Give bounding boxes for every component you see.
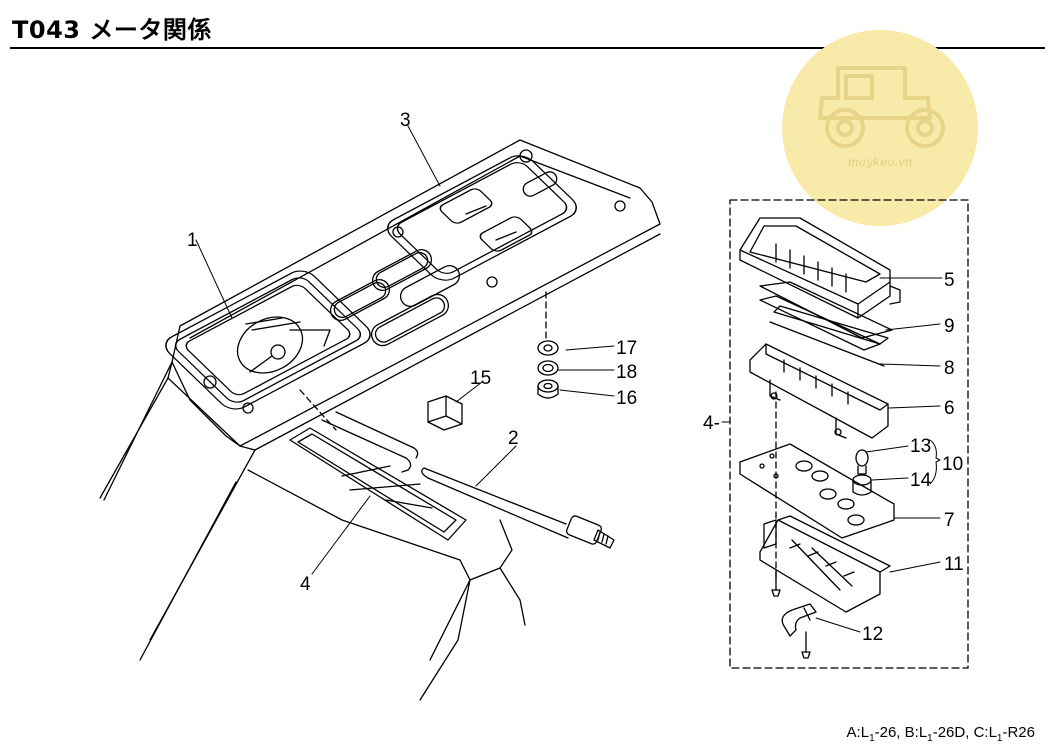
callout-9: 9: [944, 316, 955, 337]
screw-upper: [771, 569, 781, 597]
callouts: 1 2 3 4 4- 5 6 7 8 9 10 11 12 13 14 15 1…: [187, 110, 964, 645]
model-applicability-note: A:L1-26, B:L1-26D, C:L1-R26: [847, 724, 1035, 744]
callout-1: 1: [187, 230, 198, 251]
callout-4: 4: [300, 574, 311, 595]
callout-3: 3: [400, 110, 411, 131]
callout-16: 16: [616, 388, 637, 409]
part-12-bracket: [781, 603, 817, 637]
tractor-icon: [818, 66, 945, 148]
watermark: maykeo.vn: [782, 30, 978, 226]
assembly-lines: [299, 291, 777, 581]
callout-12: 12: [862, 624, 883, 645]
model-b-sub: 1: [927, 733, 933, 744]
part-9-gasket: [759, 281, 893, 345]
callout-5: 5: [944, 270, 955, 291]
screw-lower: [801, 631, 811, 659]
part-16-nut: [537, 379, 559, 399]
callout-11: 11: [944, 554, 964, 575]
part-6-tray: [749, 343, 889, 439]
part-13-bulb: [855, 449, 869, 475]
title-rule: [10, 47, 1045, 49]
part-14-socket: [852, 474, 872, 496]
callout-15: 15: [470, 368, 491, 389]
callout-10: 10: [942, 454, 963, 475]
part-5-housing: [739, 217, 901, 319]
leader-lines: [195, 125, 943, 633]
part-7-plate: [739, 443, 895, 539]
model-b-prefix: B:L: [904, 724, 928, 741]
model-a-sub: 1: [869, 733, 875, 744]
callout-6: 6: [944, 398, 955, 419]
part-15-clip: [427, 395, 463, 431]
callout-13: 13: [910, 436, 931, 457]
callout-7: 7: [944, 510, 955, 531]
part-3-meter: [387, 155, 577, 281]
callout-2: 2: [508, 428, 519, 449]
model-c-prefix: C:L: [973, 724, 997, 741]
instrument-panel: [99, 139, 661, 701]
model-a-prefix: A:L: [846, 724, 870, 741]
part-4-window: [289, 427, 467, 541]
callout-4-group: 4-: [703, 413, 720, 434]
part-17-washer: [537, 340, 559, 356]
callout-18: 18: [616, 362, 637, 383]
part-8-lens: [759, 295, 885, 367]
lamp-assembly-group-box: [729, 199, 969, 669]
callout-14: 14: [910, 470, 932, 491]
part-1-meter: [165, 270, 371, 410]
model-a-suffix: -26,: [874, 724, 905, 741]
callout-17: 17: [616, 338, 637, 359]
watermark-text: maykeo.vn: [847, 155, 912, 169]
model-c-sub: 1: [996, 733, 1003, 744]
callout-8: 8: [944, 358, 955, 379]
page-title: T043 メータ関係: [12, 16, 212, 44]
part-18-washer: [537, 360, 559, 376]
model-b-suffix: -26D,: [932, 724, 974, 741]
part-2-cable: [321, 411, 615, 549]
model-c-suffix: -R26: [1002, 724, 1035, 741]
part-11-case: [759, 515, 891, 613]
panel-slots: [329, 249, 461, 347]
